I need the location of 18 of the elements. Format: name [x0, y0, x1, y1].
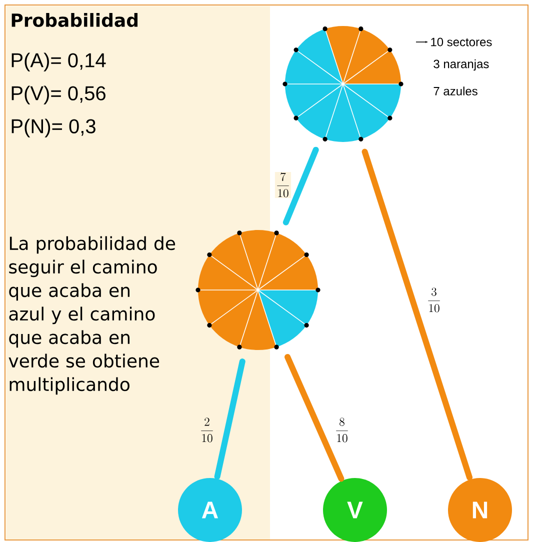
fraction-label: $\frac{3}{10}$	[426, 286, 442, 314]
explanation-text: La probabilidad de seguir el camino que acaba en azul y el camino que acaba en verde se obtiene multiplicando	[8, 236, 176, 395]
connector-line	[362, 148, 473, 480]
probability-value: P(N)= 0,3	[12, 118, 96, 138]
probability-value: P(A)= 0,14	[12, 52, 106, 72]
annotation: 7 azules	[434, 86, 478, 96]
spinner-drawing	[198, 230, 318, 350]
fraction-label: $\frac{7}{10}$	[274, 172, 292, 198]
connector-line	[214, 358, 246, 480]
title: Probabilidad	[12, 13, 138, 27]
fraction-label: $\frac{2}{10}$	[198, 416, 216, 444]
annotation: 10 sectores	[431, 38, 492, 46]
connector-line	[282, 146, 319, 226]
connector-line	[284, 354, 344, 482]
fraction-label: $\frac{8}{10}$	[334, 416, 350, 444]
spinner-drawing	[284, 26, 402, 142]
annotation: 3 naranjas	[434, 59, 489, 71]
probability-value: P(V)= 0,56	[12, 86, 106, 104]
